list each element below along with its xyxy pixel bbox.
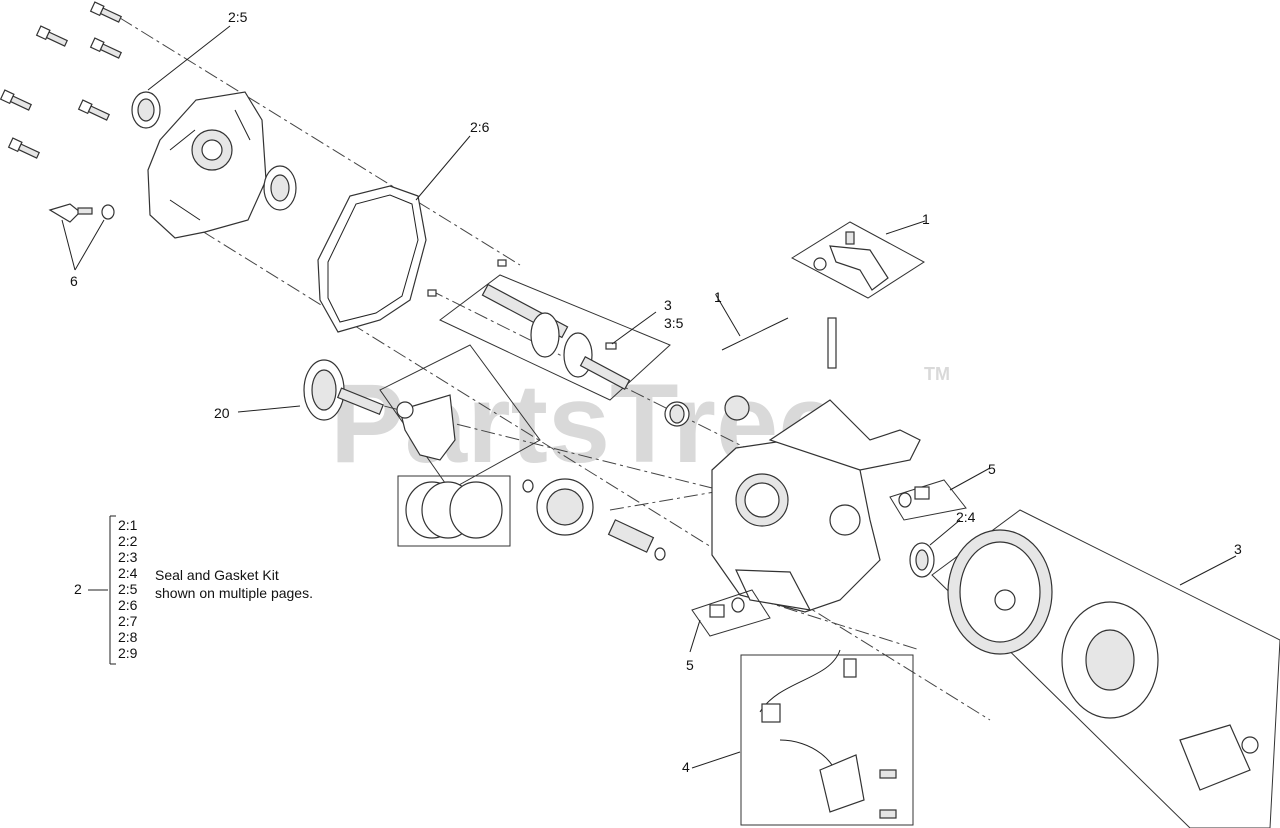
piston (522, 478, 666, 561)
dowel-pins (427, 259, 507, 297)
callout-3-flywheel: 3 (1234, 541, 1242, 557)
crankcase-bolts (0, 1, 123, 159)
kit-ref: 2 (74, 581, 82, 597)
governor-arm-assembly (790, 221, 925, 369)
connecting-rod (379, 344, 541, 491)
kit-item: 2:2 (118, 533, 138, 549)
watermark-tm: TM (924, 364, 950, 384)
callout-3-crankshaft: 3 (664, 297, 672, 313)
callout-2-4: 2:4 (956, 509, 976, 525)
kit-item: 2:9 (118, 645, 138, 661)
kit-description-line2: shown on multiple pages. (155, 585, 313, 601)
kit-item: 2:7 (118, 613, 138, 629)
kit-description-line1: Seal and Gasket Kit (155, 567, 279, 583)
mount-bolts-bottom (691, 589, 771, 637)
kit-item: 2:6 (118, 597, 138, 613)
mount-bolts-right (889, 479, 967, 521)
crankcase-cover (147, 91, 267, 239)
camshaft (303, 359, 384, 421)
seal-gasket-kit-legend: 2 2:1 2:2 2:3 2:4 2:5 2:6 2:7 2:8 2:9 Se… (74, 517, 313, 661)
callout-6: 6 (70, 273, 78, 289)
flywheel-side-seal (909, 542, 935, 578)
kit-item: 2:3 (118, 549, 138, 565)
crankcase-gasket (317, 185, 427, 333)
callout-2-5: 2:5 (228, 9, 248, 25)
callout-1-governor: 1 (922, 211, 930, 227)
kit-item: 2:5 (118, 581, 138, 597)
kit-item: 2:4 (118, 565, 138, 581)
oil-drain-plug (48, 203, 115, 223)
callout-3-5: 3:5 (664, 315, 684, 331)
callout-5-right: 5 (988, 461, 996, 477)
kit-item: 2:8 (118, 629, 138, 645)
crankshaft-assembly (439, 274, 671, 401)
piston-rings (397, 475, 511, 547)
callout-20: 20 (214, 405, 230, 421)
callout-2-6: 2:6 (470, 119, 490, 135)
governor-spring (721, 317, 789, 351)
oil-seal (131, 91, 161, 129)
callout-5-bottom: 5 (686, 657, 694, 673)
cylinder-block (664, 395, 921, 613)
callout-4: 4 (682, 759, 690, 775)
flywheel-assembly (931, 509, 1280, 828)
ignition-coil-assembly (740, 649, 914, 826)
main-bearing (263, 165, 297, 211)
leader-lines (61, 25, 1237, 769)
callout-1-spring: 1 (714, 289, 722, 305)
kit-item: 2:1 (118, 517, 138, 533)
